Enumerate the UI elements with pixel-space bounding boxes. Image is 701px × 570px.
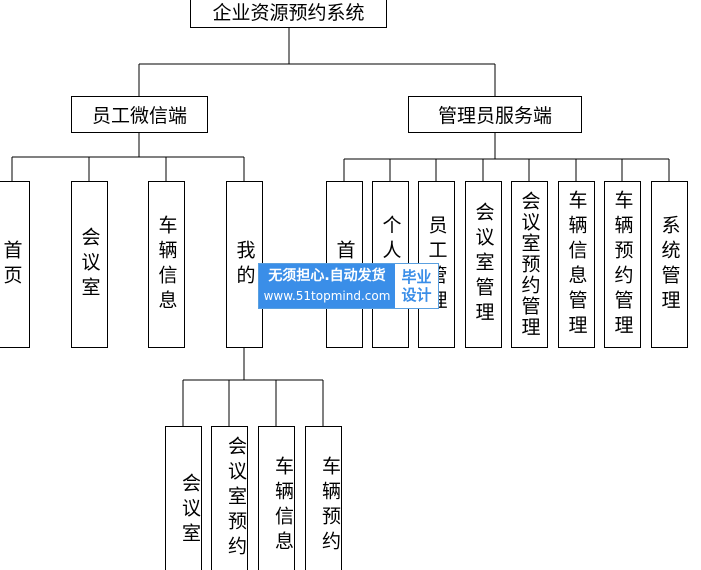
node-staff-meeting-room: 会议室 (71, 181, 108, 348)
node-admin-vehicle-booking-management: 车辆预约管理 (604, 181, 641, 348)
node-mine-vehicle-info: 车辆信息 (258, 426, 295, 570)
node-mine-meeting-room: 会议室 (165, 426, 202, 570)
watermark-badge: 毕业 设计 (395, 264, 438, 308)
node-admin-vehicle-info-management: 车辆信息管理 (558, 181, 595, 348)
node-staff-wechat: 员工微信端 (71, 96, 208, 133)
node-staff-home: 首页 (0, 181, 30, 348)
watermark-slogan: 无须担心.自动发货 (268, 268, 386, 284)
node-admin-meeting-room-management: 会议室管理 (465, 181, 502, 348)
node-mine-vehicle-booking: 车辆预约 (305, 426, 342, 570)
watermark-badge-line2: 设计 (401, 286, 432, 304)
node-admin-meeting-booking-management: 会议室预约管理 (511, 181, 548, 348)
node-mine-meeting-booking: 会议室预约 (211, 426, 248, 570)
node-staff-vehicle-info: 车辆信息 (148, 181, 185, 348)
node-staff-mine: 我的 (226, 181, 263, 348)
watermark-url: www.51topmind.com (263, 289, 391, 303)
watermark-main: 无须担心.自动发货 www.51topmind.com (259, 264, 395, 308)
node-admin-system-management: 系统管理 (651, 181, 688, 348)
watermark-badge-line1: 毕业 (401, 268, 432, 286)
node-admin-service: 管理员服务端 (408, 96, 582, 133)
watermark-banner: 无须担心.自动发货 www.51topmind.com 毕业 设计 (258, 263, 439, 309)
root-node-title: 企业资源预约系统 (190, 0, 387, 28)
